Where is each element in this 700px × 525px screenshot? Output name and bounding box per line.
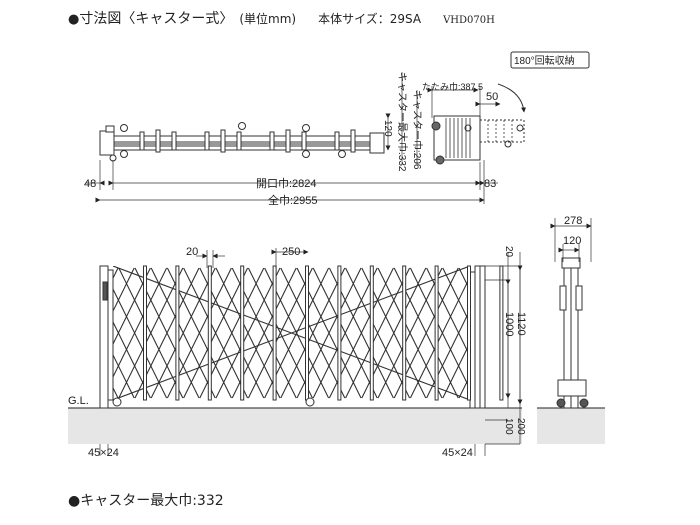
pantograph-bar <box>175 265 180 401</box>
dim-83-label: 83 <box>484 178 496 190</box>
front-elevation <box>99 248 523 456</box>
pantograph-bar <box>272 265 277 401</box>
post-right-size: 45×24 <box>442 447 473 459</box>
dim-1000-label: 1000 <box>503 312 515 336</box>
title-text: 寸法図〈キャスター式〉 <box>79 11 234 27</box>
post-left-size: 45×24 <box>88 447 119 459</box>
opening-width-label: 開口巾:2824 <box>256 176 317 190</box>
footer-bullet: ● <box>68 493 81 509</box>
pantograph-bar <box>240 265 245 401</box>
pantograph-bar <box>467 265 471 401</box>
dim-278-label: 278 <box>564 215 582 227</box>
fold-width-label: たたみ巾:387.5 <box>422 81 483 92</box>
vertical-bars <box>143 265 504 401</box>
side-view <box>550 218 592 409</box>
front-elevation-labels: 20 250 20 1000 1120 100 200 G.L. 45×24 4… <box>68 246 527 459</box>
dim-100-label: 100 <box>503 418 514 435</box>
drawing-title: ●寸法図〈キャスター式〉 (単位mm) 本体サイズ：29SA VHD070H <box>68 8 495 28</box>
pantograph-bar <box>207 265 212 401</box>
pantograph-bar <box>143 265 147 401</box>
plan-view <box>86 51 590 204</box>
dim-50-label: 50 <box>486 91 498 103</box>
side-dim-120-label: 120 <box>563 235 581 247</box>
side-ground-area <box>537 408 605 444</box>
pantograph-bar <box>402 265 407 401</box>
caster-max-note: ●キャスター最大巾:332 <box>68 490 224 510</box>
unit-label: (単位mm) <box>239 12 297 26</box>
plan-view-labels: 180°回転収納 たたみ巾:387.5 50 キャスター最大巾:332 キャスタ… <box>84 54 575 207</box>
ground-area <box>68 408 522 444</box>
plan-pivots <box>139 129 356 153</box>
rotation-note: 180°回転収納 <box>514 54 575 67</box>
dim-48-label: 48 <box>84 178 96 190</box>
caster-max-width-label: キャスター最大巾:332 <box>396 72 409 172</box>
model-code: VHD070H <box>443 15 495 26</box>
plan-dim-120-label: 120 <box>382 120 393 137</box>
pantograph-bar <box>305 265 309 401</box>
dim-200-label: 200 <box>515 418 526 435</box>
title-bullet: ● <box>68 12 80 27</box>
pantograph-bar <box>337 265 342 401</box>
model-size: 本体サイズ：29SA <box>318 12 422 26</box>
pantograph-bar <box>434 265 439 401</box>
footer-text: キャスター最大巾:332 <box>80 493 224 509</box>
total-width-label: 全巾:2955 <box>268 193 318 207</box>
dim-1120-label: 1120 <box>515 312 527 336</box>
pantograph-bar <box>499 265 504 401</box>
dim-250-label: 250 <box>282 246 300 258</box>
dim-20-right-label: 20 <box>503 246 514 258</box>
pantograph-bar <box>369 265 374 401</box>
gl-label: G.L. <box>68 395 89 407</box>
pantograph-lattice <box>113 266 470 400</box>
side-view-labels: 278 120 <box>563 215 582 247</box>
dim-20-top-label: 20 <box>186 246 198 258</box>
caster-width-label: キャスター巾:206 <box>411 90 424 170</box>
